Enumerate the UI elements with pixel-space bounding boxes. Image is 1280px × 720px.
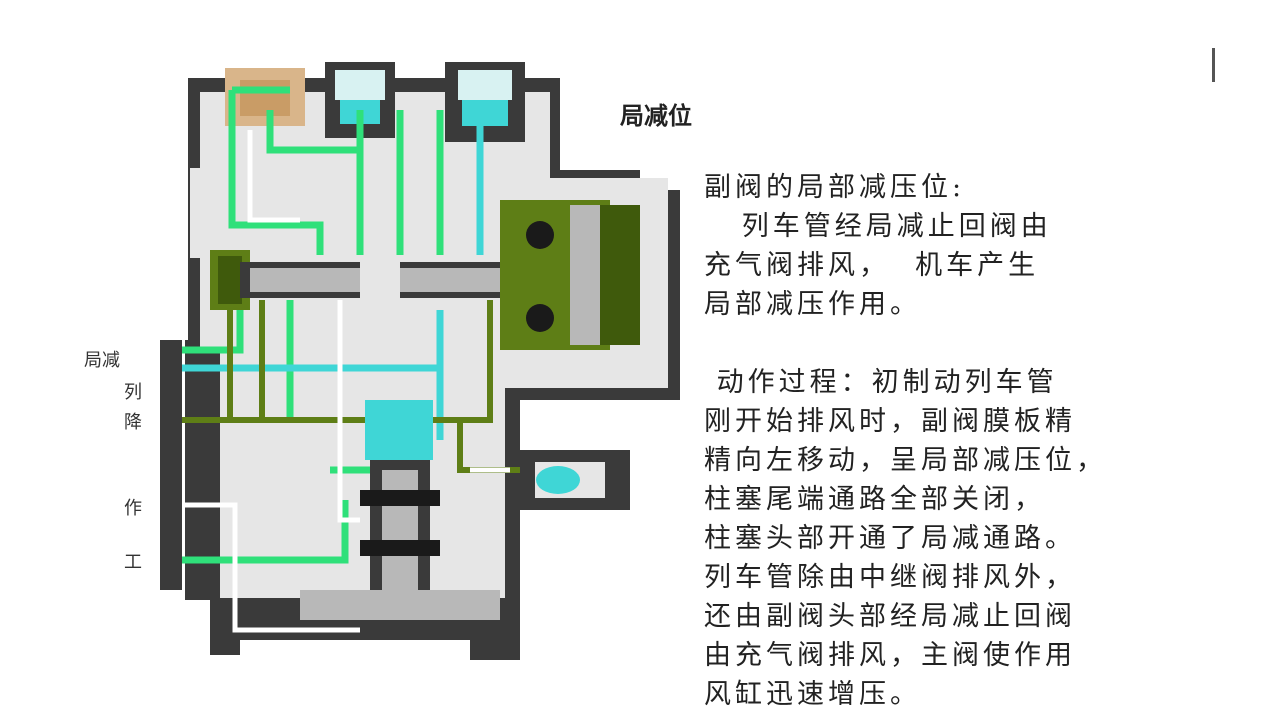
side-check-valve xyxy=(520,450,630,510)
lower-plunger xyxy=(300,400,500,620)
train-pipe-label-a: 列 xyxy=(124,382,142,403)
description-line: 充气阀排风， 机车产生 xyxy=(704,250,1040,281)
white-passages xyxy=(160,130,510,633)
green-passages xyxy=(160,86,444,564)
description-line: 精向左移动，呈局部减压位， xyxy=(704,445,1107,476)
description-line: 列车管除由中继阀排风外， xyxy=(704,562,1076,593)
local-reduction-label: 局减 xyxy=(84,350,120,371)
left-port-bar xyxy=(160,340,182,590)
working-label-a: 作 xyxy=(124,498,142,519)
description-line: 柱塞头部开通了局减通路。 xyxy=(704,523,1076,554)
description-title: 副阀的局部减压位: xyxy=(704,172,966,203)
description-line: 柱塞尾端通路全部关闭， xyxy=(704,484,1045,515)
corner-mark xyxy=(1212,48,1215,82)
top-plug xyxy=(225,68,305,126)
description-text: 副阀的局部减压位: 列车管经局减止回阀由充气阀排风， 机车产生局部减压作用。 动… xyxy=(704,168,1264,714)
main-piston xyxy=(210,200,640,350)
valve-diagram xyxy=(160,62,680,660)
top-check-valve-left xyxy=(325,62,395,138)
cyan-passages xyxy=(160,110,484,440)
train-pipe-label-b: 降 xyxy=(124,412,142,433)
description-line: 局部减压作用。 xyxy=(704,289,921,320)
working-label-b: 工 xyxy=(124,552,142,573)
description-line: 刚开始排风时，副阀膜板精 xyxy=(704,406,1076,437)
description-line: 列车管经局减止回阀由 xyxy=(704,211,1052,242)
diagram-heading: 局减位 xyxy=(620,102,692,130)
top-check-valve-right xyxy=(445,62,525,142)
description-line: 动作过程：初制动列车管 xyxy=(704,367,1058,398)
description-line: 还由副阀头部经局减止回阀 xyxy=(704,601,1076,632)
description-line: 风缸迅速增压。 xyxy=(704,679,921,710)
description-line: 由充气阀排风，主阀使作用 xyxy=(704,640,1076,671)
